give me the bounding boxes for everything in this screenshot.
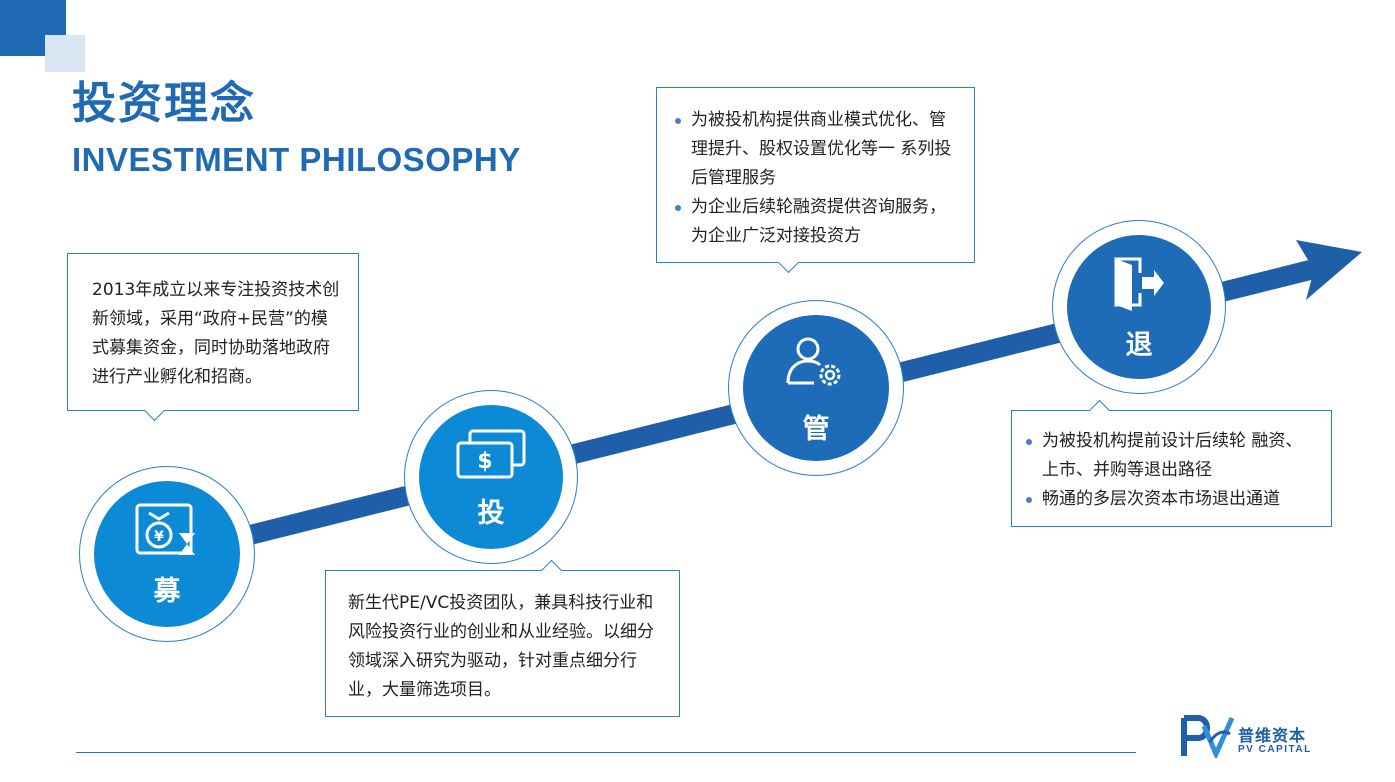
callout-manage: 为被投机构提供商业模式优化、管理提升、股权设置优化等一 系列投后管理服务 为企业… bbox=[656, 87, 975, 274]
stage-fundraise-label: 募 bbox=[153, 576, 181, 607]
stage-manage: 管 bbox=[728, 300, 904, 476]
svg-text:¥: ¥ bbox=[154, 529, 164, 545]
money-bag-hourglass-icon: ¥ bbox=[135, 503, 195, 555]
corner-decoration-light bbox=[45, 35, 85, 72]
callout-manage-item: 为企业后续轮融资提供咨询服务，为企业广泛对接投资方 bbox=[673, 193, 958, 251]
page-title: 投资理念 bbox=[72, 78, 256, 129]
callout-exit-item: 为被投机构提前设计后续轮 融资、上市、并购等退出路径 bbox=[1024, 427, 1317, 485]
stage-exit: 退 bbox=[1052, 220, 1226, 394]
user-gear-icon bbox=[786, 337, 841, 386]
callout-invest-text: 新生代PE/VC投资团队，兼具科技行业和风险投资行业的创业和从业经验。以细分领域… bbox=[348, 593, 654, 700]
stage-exit-core: 退 bbox=[1067, 235, 1211, 379]
svg-text:$: $ bbox=[477, 449, 492, 474]
stage-fundraise-core: ¥ 募 bbox=[94, 481, 240, 627]
logo-en-name: PV CAPITAL bbox=[1238, 744, 1312, 755]
callout-exit-item: 畅通的多层次资本市场退出通道 bbox=[1024, 485, 1317, 514]
company-logo: 普维资本 PV CAPITAL bbox=[1180, 712, 1330, 760]
banknote-dollar-icon: $ bbox=[456, 429, 526, 479]
stage-fundraise: ¥ 募 bbox=[79, 466, 255, 642]
callout-fundraise: 2013年成立以来专注投资技术创新领域，采用“政府+民营”的模式募集资金，同时协… bbox=[67, 253, 359, 422]
exit-door-icon bbox=[1114, 257, 1164, 311]
growth-arrow-head bbox=[1296, 240, 1362, 300]
stage-exit-label: 退 bbox=[1125, 330, 1153, 361]
logo-cn-name: 普维资本 bbox=[1238, 726, 1307, 745]
stage-invest: $ 投 bbox=[404, 390, 578, 564]
callout-manage-item: 为被投机构提供商业模式优化、管理提升、股权设置优化等一 系列投后管理服务 bbox=[673, 106, 958, 193]
stage-manage-core: 管 bbox=[743, 315, 889, 461]
stage-invest-label: 投 bbox=[477, 498, 505, 529]
page-subtitle: INVESTMENT PHILOSOPHY bbox=[72, 141, 521, 178]
callout-fundraise-text: 2013年成立以来专注投资技术创新领域，采用“政府+民营”的模式募集资金，同时协… bbox=[92, 280, 340, 387]
callout-exit: 为被投机构提前设计后续轮 融资、上市、并购等退出路径 畅通的多层次资本市场退出通… bbox=[1011, 399, 1332, 527]
stage-manage-label: 管 bbox=[802, 414, 830, 445]
callout-invest: 新生代PE/VC投资团队，兼具科技行业和风险投资行业的创业和从业经验。以细分领域… bbox=[325, 559, 680, 717]
pv-logo-icon bbox=[1181, 715, 1234, 758]
stage-invest-core: $ 投 bbox=[419, 405, 563, 549]
footer-divider bbox=[76, 752, 1136, 753]
